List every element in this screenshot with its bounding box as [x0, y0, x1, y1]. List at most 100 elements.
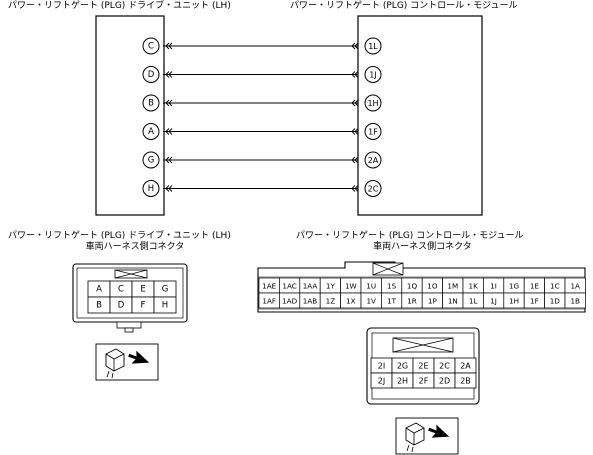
pin-number: 1L [469, 297, 478, 306]
pin-number: 1M [447, 282, 458, 291]
pin-circle [364, 151, 382, 169]
pin-label: 2A [368, 156, 379, 165]
pin-circle [142, 94, 160, 112]
connector-mark [165, 128, 173, 135]
pin-circle [142, 151, 160, 169]
pin-number: 2G [397, 362, 408, 371]
pin-number: H [162, 301, 168, 311]
pin-number: 2F [419, 377, 429, 386]
pin-number: 1Y [326, 282, 336, 291]
pin-number: G [162, 285, 169, 295]
pin-label: 1H [367, 99, 378, 108]
pin-label: H [148, 184, 154, 194]
connector-cell [153, 296, 177, 314]
pin-label: 1F [368, 128, 378, 137]
plug-icon [405, 422, 425, 446]
view-direction-arrow-icon [428, 424, 450, 438]
connector-mark [351, 156, 359, 164]
control-module-connector-title: パワー・リフトゲート (PLG) コントロール・モジュール [296, 231, 524, 241]
pin-label: 1J [369, 71, 376, 80]
pin-label: D [148, 70, 155, 80]
pin-number: D [118, 301, 125, 311]
drive-unit-connector-title: パワー・リフトゲート (PLG) ドライブ・ユニット (LH) [8, 231, 231, 241]
pin-number: 1R [407, 297, 417, 306]
pin-number: 1E [530, 282, 540, 291]
pin-number: 1A [570, 282, 580, 291]
drive-unit-harness-label: 車両ハーネス側コネクタ [85, 242, 185, 252]
plug-icon-edge [405, 427, 425, 445]
bottom-latch-tip [124, 327, 134, 333]
wire-lead-icon [406, 444, 414, 453]
pin-number: 1AF [262, 297, 276, 306]
connector-mark [165, 156, 173, 164]
plug-icon [105, 348, 125, 372]
pin-circle [364, 180, 382, 197]
connector-mark [351, 128, 359, 135]
pin-number: 1J [490, 297, 497, 306]
pin-number: E [140, 285, 145, 295]
pin-number: 1T [387, 297, 397, 306]
bottom-latch [116, 321, 142, 329]
pin-label: A [148, 127, 154, 137]
drive-unit-title: パワー・リフトゲート (PLG) ドライブ・ユニット (LH) [8, 1, 231, 11]
pin-circle [364, 123, 382, 140]
connector-mark [351, 42, 359, 50]
pin-number: 1P [428, 297, 438, 306]
pin-number: 1AD [282, 297, 297, 306]
pin-number: 2A [460, 362, 471, 371]
pin-circle [142, 180, 160, 197]
pin-number: 2J [378, 377, 385, 386]
pin-circle [364, 94, 382, 112]
pin-number: 2C [439, 362, 450, 371]
pin-number: 1O [427, 282, 438, 291]
connector-mark [351, 99, 359, 107]
pin-number: 1S [387, 282, 397, 291]
pin-number: B [96, 301, 102, 311]
pin-number: 1H [509, 297, 519, 306]
pin-number: 1G [509, 282, 519, 291]
pin-number: 2I [378, 362, 385, 371]
plug-icon-edge [105, 353, 125, 371]
control-module-harness-label: 車両ハーネス側コネクタ [373, 242, 472, 252]
pin-number: 1AE [262, 282, 276, 291]
pin-circle [142, 66, 160, 83]
pin-number: 1C [550, 282, 560, 291]
connector-cell [564, 292, 586, 309]
pin-number: 1I [490, 282, 497, 291]
pin-label: 2C [368, 185, 379, 194]
pin-circle [142, 37, 160, 55]
pin-number: 1AA [303, 282, 318, 291]
lock-tab-cross [114, 269, 148, 279]
connector-cell [454, 372, 477, 389]
pin-number: 2E [418, 362, 428, 371]
pin-number: 1AC [282, 282, 296, 291]
pin-number: 1U [366, 282, 376, 291]
pin-label: 1L [368, 42, 378, 51]
pin-number: 2B [460, 377, 471, 386]
pin-circle [142, 123, 160, 140]
connector-inner-frame [76, 267, 184, 319]
pin-label: G [148, 156, 155, 166]
pin-number: 2D [439, 377, 450, 386]
pin-number: 1Q [407, 282, 418, 291]
pin-number: 1B [570, 297, 580, 306]
connector-mark [351, 71, 359, 78]
pin-number: C [118, 285, 124, 295]
connector-mark [165, 71, 173, 78]
wire-lead-icon [106, 370, 114, 379]
pin-number: 1V [366, 297, 376, 306]
pin-circle [364, 37, 382, 55]
view-direction-arrow-icon [128, 350, 150, 364]
pin-number: 2H [397, 377, 408, 386]
connector-mark [351, 185, 359, 192]
pin-label: C [148, 42, 154, 52]
pin-number: 1Z [326, 297, 336, 306]
pin-number: 1X [346, 297, 356, 306]
pin-number: 1AB [303, 297, 317, 306]
pin-number: 1F [530, 297, 539, 306]
pin-number: 1W [345, 282, 357, 291]
pin-number: 1K [469, 282, 479, 291]
pin-number: F [141, 301, 146, 311]
